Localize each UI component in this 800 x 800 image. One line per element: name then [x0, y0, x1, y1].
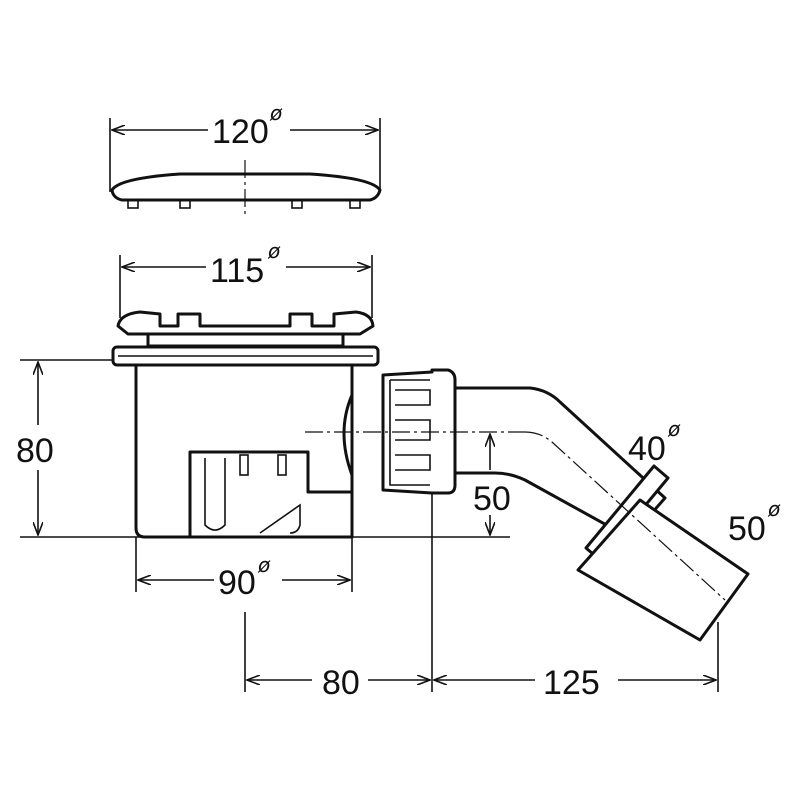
diameter-symbol: ø	[269, 101, 283, 125]
dim-grate-diameter: 115 ø	[119, 239, 373, 318]
label-50-height: 50	[473, 480, 511, 518]
label-125: 125	[543, 664, 600, 702]
drain-cover	[110, 160, 382, 215]
dim-cover-diameter: 120 ø	[109, 101, 381, 192]
dim-body-diameter: 90 ø	[135, 492, 353, 602]
label-50-socket: 50	[728, 510, 766, 548]
diameter-symbol: ø	[257, 553, 271, 577]
label-120: 120	[212, 113, 269, 151]
drain-grate	[116, 310, 375, 348]
label-socket-diameter: 50 ø	[728, 497, 781, 548]
drain-body	[111, 345, 380, 539]
diameter-symbol: ø	[767, 497, 781, 521]
diameter-symbol: ø	[267, 239, 281, 263]
label-90: 90	[218, 564, 256, 602]
dim-height: 80	[16, 362, 54, 535]
label-pipe-diameter: 40 ø	[628, 417, 681, 468]
label-80-offset: 80	[322, 664, 360, 702]
label-115: 115	[210, 252, 264, 290]
label-80-height: 80	[16, 432, 54, 470]
pipe-centerline-angled	[524, 431, 726, 601]
dim-bottom: 80 125	[244, 493, 719, 702]
diameter-symbol: ø	[667, 417, 681, 441]
dim-outlet-height: 50	[473, 434, 511, 535]
label-40: 40	[628, 430, 666, 468]
outlet-pipe	[453, 386, 750, 642]
